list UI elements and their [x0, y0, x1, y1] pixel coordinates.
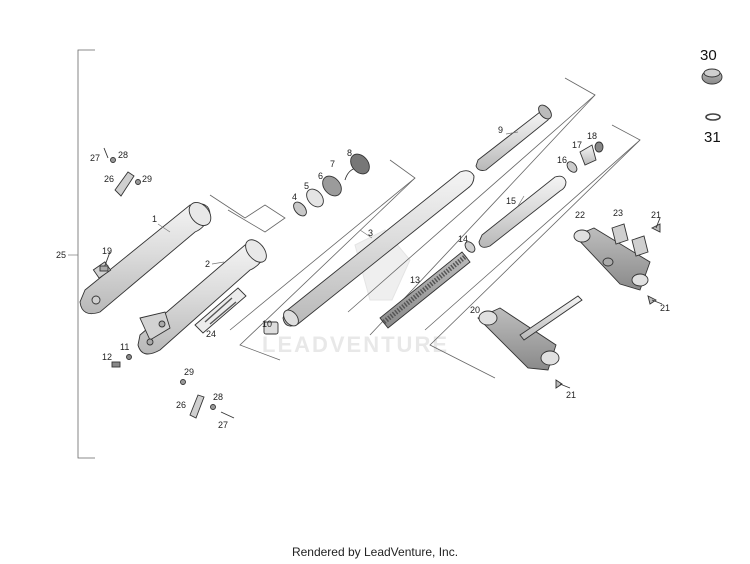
callout-29b: 29 — [184, 367, 194, 377]
seal-stack — [293, 153, 370, 217]
bolts-21 — [555, 217, 663, 389]
spring-13 — [379, 251, 471, 329]
decal-24 — [194, 287, 247, 334]
callout-26a: 26 — [104, 174, 114, 184]
upper-clamp-22 — [573, 227, 651, 291]
fork-leg-2 — [137, 239, 267, 355]
callout-19: 19 — [102, 246, 112, 256]
callout-3: 3 — [368, 228, 373, 238]
callout-11: 11 — [120, 342, 129, 352]
callout-21b: 21 — [660, 303, 670, 313]
callout-21a: 21 — [651, 210, 661, 220]
callout-21c: 21 — [566, 390, 576, 400]
callout-28a: 28 — [118, 150, 128, 160]
callout-6: 6 — [318, 171, 323, 181]
callout-26b: 26 — [176, 400, 186, 410]
callout-10: 10 — [262, 319, 272, 329]
callout-25: 25 — [56, 250, 66, 260]
cap-stack — [566, 141, 604, 173]
callout-20: 20 — [470, 305, 480, 315]
callout-28b: 28 — [213, 392, 223, 402]
callout-22: 22 — [575, 210, 585, 220]
bushing-10 — [263, 321, 279, 335]
callout-8: 8 — [347, 148, 352, 158]
bracket-25 — [68, 49, 95, 459]
callout-1: 1 — [152, 214, 157, 224]
callout-16: 16 — [557, 155, 567, 165]
inner-tube-3 — [282, 170, 475, 327]
damper-rod-9 — [475, 104, 552, 171]
callout-14: 14 — [458, 234, 468, 244]
callout-2: 2 — [205, 259, 210, 269]
callout-labels: 1 2 3 4 5 6 7 8 9 10 11 12 13 14 15 16 1… — [56, 47, 721, 430]
watermark-text: LEADVENTURE — [262, 332, 449, 357]
callout-12: 12 — [102, 352, 112, 362]
callout-23: 23 — [613, 208, 623, 218]
callout-7: 7 — [330, 159, 335, 169]
callout-31: 31 — [704, 129, 721, 146]
axle-clamp-upper — [103, 147, 141, 197]
spacer-15 — [478, 175, 567, 248]
callout-27a: 27 — [90, 153, 100, 163]
callout-30: 30 — [700, 47, 717, 64]
fork-cap-30 — [701, 68, 723, 85]
lower-clamp-20 — [477, 295, 583, 371]
axle-clamp-lower — [180, 379, 235, 419]
callout-13: 13 — [410, 275, 420, 285]
callout-24: 24 — [206, 329, 216, 339]
callout-15: 15 — [506, 196, 516, 206]
callout-4: 4 — [292, 192, 297, 202]
callout-17: 17 — [572, 140, 582, 150]
callout-18: 18 — [587, 131, 597, 141]
leader-lines — [157, 131, 525, 265]
small-hardware — [99, 251, 132, 368]
callout-29a: 29 — [142, 174, 152, 184]
clamps-23 — [611, 223, 649, 257]
group-frames — [209, 77, 641, 379]
footer-credit: Rendered by LeadVenture, Inc. — [291, 545, 459, 559]
o-ring-31 — [705, 113, 721, 121]
washer-14 — [464, 241, 476, 253]
callout-5: 5 — [304, 181, 309, 191]
callout-9: 9 — [498, 125, 503, 135]
callout-27b: 27 — [218, 420, 228, 430]
